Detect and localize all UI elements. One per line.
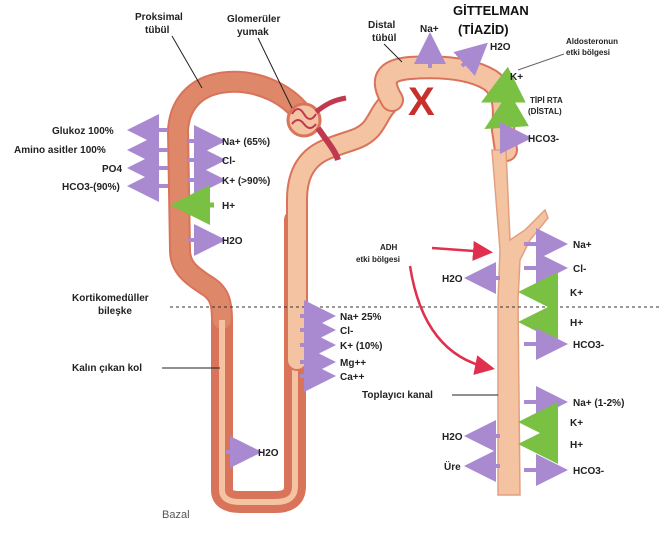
proximal-left-group: Glukoz 100% Amino asitler 100% PO4 HCO3-… xyxy=(14,126,168,193)
caption: Bazal xyxy=(162,509,190,521)
tal-ion-3: K+ (10%) xyxy=(340,341,383,352)
cd-upper-4: K+ xyxy=(570,288,583,299)
proximal-left-2: Amino asitler 100% xyxy=(14,145,106,156)
proximal-left-1: Glukoz 100% xyxy=(52,126,114,137)
title-line2: (TİAZİD) xyxy=(458,22,509,37)
x-mark: X xyxy=(408,80,435,124)
glomerular-label-1: Glomerüler xyxy=(227,14,280,25)
proximal-right-2: Cl- xyxy=(222,156,235,167)
tal-ion-4: Mg++ xyxy=(340,358,366,369)
collecting-upper-group: Na+ Cl- H2O K+ H+ HCO3- xyxy=(442,240,604,351)
distal-top-2: H2O xyxy=(490,42,511,53)
tal-ion-5: Ca++ xyxy=(340,372,365,383)
collecting-lower-group: Na+ (1-2%) K+ H2O H+ Üre HCO3- xyxy=(442,398,624,477)
cd-upper-1: Na+ xyxy=(573,240,592,251)
distal-top-4: HCO3- xyxy=(528,134,559,145)
tal-ion-2: Cl- xyxy=(340,326,353,337)
proximal-right-1: Na+ (65%) xyxy=(222,137,270,148)
proximal-label-1: Proksimal xyxy=(135,12,183,23)
adh-label-2: etki bölgesi xyxy=(356,255,400,264)
glomerular-label-2: yumak xyxy=(237,27,269,38)
proximal-right-3: K+ (>90%) xyxy=(222,176,270,187)
cd-upper-3: H2O xyxy=(442,274,463,285)
cd-lower-4: H+ xyxy=(570,440,583,451)
thick-ascending-label: Kalın çıkan kol xyxy=(72,363,142,374)
corticomedullary-label-2: bileşke xyxy=(98,306,132,317)
proximal-left-3: PO4 xyxy=(102,164,122,175)
cd-upper-6: HCO3- xyxy=(573,340,604,351)
cd-lower-2: K+ xyxy=(570,418,583,429)
distal-top-1: Na+ xyxy=(420,24,439,35)
corticomedullary-label-1: Kortikomedüller xyxy=(72,293,149,304)
aldosterone-label-1: Aldosteronun xyxy=(566,37,618,46)
tal-ion-1: Na+ 25% xyxy=(340,312,382,323)
proximal-right-4: H+ xyxy=(222,201,235,212)
adh-label-1: ADH xyxy=(380,243,398,252)
proximal-label-2: tübül xyxy=(145,25,170,36)
collecting-label: Toplayıcı kanal xyxy=(362,390,433,401)
cd-upper-5: H+ xyxy=(570,318,583,329)
distal-label-1: Distal xyxy=(368,20,395,31)
cd-lower-6: HCO3- xyxy=(573,466,604,477)
thick-ascending-group: Na+ 25% Cl- K+ (10%) Mg++ Ca++ xyxy=(300,312,383,383)
distal-top-3: K+ xyxy=(510,72,523,83)
cd-lower-5: Üre xyxy=(444,460,461,473)
proximal-right-5: H2O xyxy=(222,236,243,247)
rta-label-1: TİPİ RTA xyxy=(530,96,563,105)
efferent-arteriole xyxy=(316,98,346,112)
cd-upper-2: Cl- xyxy=(573,264,586,275)
cd-lower-1: Na+ (1-2%) xyxy=(573,398,624,409)
title-line1: GİTTELMAN xyxy=(453,3,529,18)
distal-label-2: tübül xyxy=(372,33,397,44)
rta-label-2: (DİSTAL) xyxy=(528,107,562,116)
aldosterone-label-2: etki bölgesi xyxy=(566,48,610,57)
glomerulus xyxy=(288,104,320,136)
cd-lower-3: H2O xyxy=(442,432,463,443)
proximal-right-group: Na+ (65%) Cl- K+ (>90%) H+ H2O xyxy=(180,137,270,247)
loop-descending-h2o: H2O xyxy=(258,448,279,459)
proximal-left-4: HCO3-(90%) xyxy=(62,182,120,193)
